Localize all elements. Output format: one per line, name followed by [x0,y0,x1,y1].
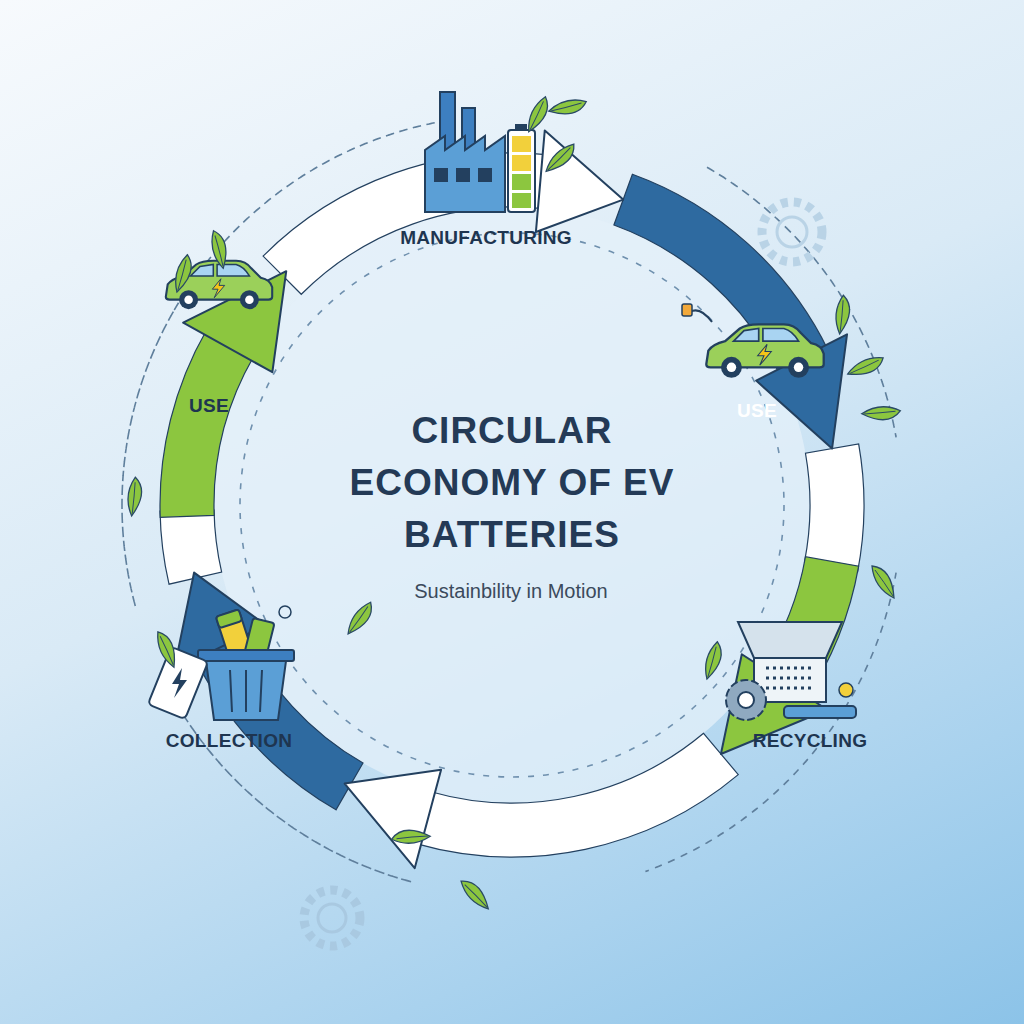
factory-icon [425,92,505,212]
stage-label-box: USE [189,395,229,417]
ev-car-icon [706,324,823,377]
battery-top [216,609,243,628]
battery-cell [512,193,531,208]
stage-name: USE [737,400,777,422]
ring-arrowhead [345,770,441,869]
inner-disk [214,207,810,803]
machine-grille [766,668,814,688]
collection-bin-icon [148,606,294,720]
factory-window [478,168,492,182]
stage-label-box: COLLECTION [166,730,293,752]
leaf [518,97,557,132]
ring-band [160,510,222,584]
faint-gear [304,890,360,946]
leaf [392,820,431,855]
dashed-guide [240,233,784,777]
leaf [152,632,179,667]
factory-window [434,168,448,182]
stage-name: MANUFACTURING [400,227,572,249]
ring-band [415,733,738,857]
leaf [549,91,587,123]
stage-label-box: RECYCLING [753,730,868,752]
stage-label-box: USE [737,400,777,422]
ring-arrowhead [536,130,623,232]
bubble [279,606,291,618]
gear-hub [738,692,754,708]
battery-icon [508,124,535,212]
leaf [461,877,488,912]
lightning-symbol [172,668,187,698]
leaf [542,144,577,171]
dashed-guide [645,573,896,872]
faint-gear-hub [777,217,807,247]
faint-gear-hub [318,904,346,932]
leaf [163,255,202,292]
conveyor [784,706,856,718]
bin-body [206,661,286,720]
leaf [862,395,901,430]
stage-label-box: MANUFACTURING [400,227,572,249]
stage-name: USE [189,395,229,417]
stage-name: RECYCLING [753,730,868,752]
diagram-title: CIRCULAR ECONOMY OF EV BATTERIES [342,405,682,561]
leaf [203,231,235,269]
factory-window [456,168,470,182]
bin-ribs [230,670,262,712]
machine-hopper [738,622,842,658]
leaf [823,295,860,334]
recycling-machine-icon [726,622,856,720]
ring-band [805,444,864,572]
leaf [848,352,883,379]
factory-building [425,136,505,212]
charging-cable [690,310,712,322]
bin-lid [198,650,294,661]
leaf [341,602,379,634]
phone-battery [148,647,208,719]
recovered-material [839,683,853,697]
charging-plug [682,304,692,316]
stage-name: COLLECTION [166,730,293,752]
battery-cell [512,155,531,171]
leaf [115,477,152,516]
leaf [693,642,732,679]
gear [726,680,766,720]
leaf [872,566,894,598]
battery-case [508,130,535,212]
ring-band [193,631,363,810]
cycle-ring [122,121,896,882]
ring-band [160,329,254,517]
battery-cell [512,174,531,190]
battery-cell [512,136,531,152]
faint-gear [762,202,822,262]
subtitle-label: Sustainbility in Motion [414,580,607,603]
